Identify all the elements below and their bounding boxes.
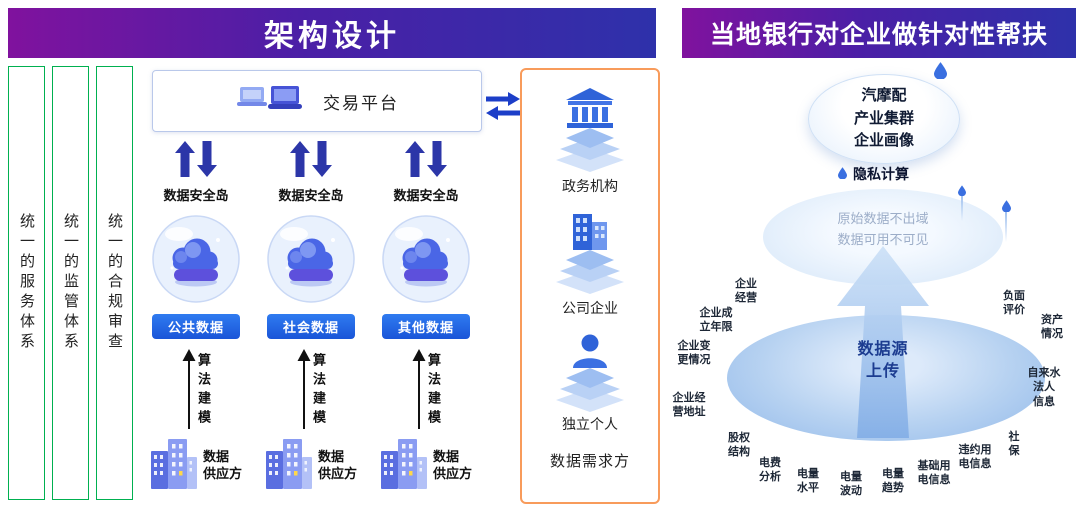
- supplier-label: 数据供应方: [433, 448, 473, 481]
- exchange-arrows-icon: [485, 90, 521, 127]
- government-bank-icon: [552, 86, 628, 179]
- demand-item-label: 政务机构: [562, 178, 618, 194]
- privacy-line: 原始数据不出域: [837, 211, 929, 226]
- cluster-line: 企业画像: [853, 132, 914, 150]
- company-building-icon: [552, 208, 628, 301]
- security-island-label: 数据安全岛: [278, 188, 344, 203]
- up-down-arrows-icon: [404, 140, 448, 183]
- demand-item-label: 独立个人: [562, 416, 618, 432]
- system-bar-label: 统一的服务体系: [18, 213, 35, 353]
- industry-cluster-ellipse: 汽摩配 产业集群 企业画像: [808, 74, 960, 164]
- buildings-icon: [263, 436, 313, 495]
- demand-item-label: 公司企业: [562, 300, 618, 316]
- privacy-compute-label: 隐私计算: [853, 166, 909, 182]
- disk-label: 自来水法人信息: [1027, 367, 1061, 408]
- up-down-arrows-icon: [174, 140, 218, 183]
- data-category-badge: 社会数据: [267, 314, 355, 339]
- disk-label: 电量波动: [840, 471, 862, 498]
- disk-label: 电量趋势: [882, 468, 904, 495]
- system-bar-label: 统一的监管体系: [62, 213, 79, 353]
- buildings-icon: [148, 436, 198, 495]
- disk-label: 电费分析: [759, 457, 781, 484]
- system-bar-service: 统一的服务体系: [8, 66, 45, 500]
- system-bar-label: 统一的合规审查: [106, 213, 123, 353]
- algo-label: 算法建模: [196, 353, 211, 429]
- up-down-arrows-icon: [289, 140, 333, 183]
- data-demand-box: 政务机构 公司企业 独立个人 数据需求方: [520, 68, 660, 504]
- disk-label: 企业经营: [735, 278, 757, 305]
- algo-up-arrow-icon: [410, 349, 428, 434]
- data-supplier: 数据供应方: [378, 436, 478, 495]
- cluster-line: 产业集群: [853, 109, 914, 127]
- droplet-icon: [934, 62, 947, 84]
- upload-label: 数据源 上传: [857, 341, 909, 380]
- disk-label: 股权结构: [728, 432, 750, 459]
- security-island-label: 数据安全岛: [163, 188, 229, 203]
- data-supplier: 数据供应方: [263, 436, 363, 495]
- platform-label: 交易平台: [323, 93, 399, 113]
- disk-label: 负面评价: [1003, 290, 1025, 317]
- right-panel-title: 当地银行对企业做针对性帮扶: [682, 8, 1076, 58]
- droplet-icon: [1002, 199, 1011, 217]
- supplier-label: 数据供应方: [318, 448, 358, 481]
- cloud-data-icon: [265, 213, 357, 310]
- drip-line: [961, 195, 963, 221]
- droplet-icon: [958, 183, 966, 201]
- security-island-label: 数据安全岛: [393, 188, 459, 203]
- data-category-badge: 其他数据: [382, 314, 470, 339]
- supplier-label: 数据供应方: [203, 448, 243, 481]
- disk-label: 企业成立年限: [699, 307, 733, 334]
- disk-label: 社保: [1008, 431, 1020, 458]
- system-bar-compliance: 统一的合规审查: [96, 66, 133, 500]
- algo-label: 算法建模: [426, 353, 441, 429]
- disk-label: 资产情况: [1041, 314, 1063, 341]
- laptop-icon: [235, 85, 307, 117]
- cloud-data-icon: [150, 213, 242, 310]
- upload-arrow-icon: [813, 242, 953, 447]
- disk-label: 电量水平: [797, 468, 819, 495]
- droplet-icon: [838, 166, 847, 184]
- trading-platform-box: 交易平台: [152, 70, 482, 132]
- data-supplier: 数据供应方: [148, 436, 248, 495]
- algo-label: 算法建模: [311, 353, 326, 429]
- system-bar-regulation: 统一的监管体系: [52, 66, 89, 500]
- cloud-data-icon: [380, 213, 472, 310]
- algo-up-arrow-icon: [295, 349, 313, 434]
- disk-label: 企业经营地址: [672, 392, 706, 419]
- disk-label: 企业变更情况: [677, 340, 711, 367]
- cluster-line: 汽摩配: [861, 87, 907, 105]
- disk-label: 基础用电信息: [917, 460, 951, 487]
- algo-up-arrow-icon: [180, 349, 198, 434]
- privacy-line: 数据可用不可见: [837, 231, 929, 247]
- demand-footer-label: 数据需求方: [549, 453, 630, 470]
- disk-label: 违约用电信息: [958, 444, 992, 471]
- buildings-icon: [378, 436, 428, 495]
- drip-line: [1005, 212, 1007, 242]
- left-panel-title: 架构设计: [8, 8, 656, 58]
- data-category-badge: 公共数据: [152, 314, 240, 339]
- person-icon: [552, 326, 628, 419]
